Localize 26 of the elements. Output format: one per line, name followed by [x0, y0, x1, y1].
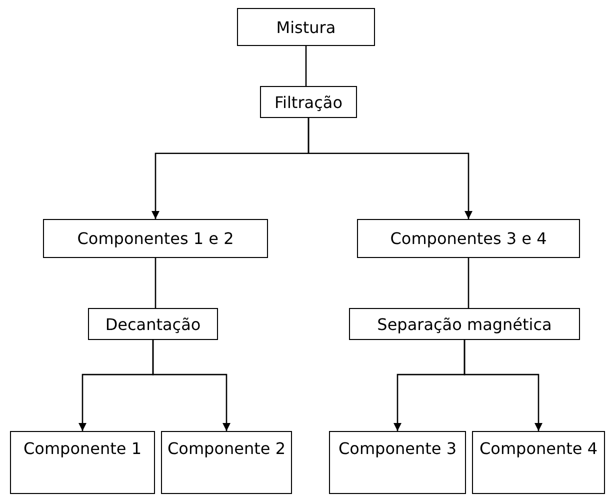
box-label: Componente 1: [24, 438, 142, 460]
process-box: [349, 308, 580, 340]
box-label: Mistura: [276, 18, 336, 36]
arrow: [152, 340, 230, 431]
process-box: [329, 431, 466, 494]
box-label: Componentes 3 e 4: [390, 229, 547, 248]
process-box: [88, 308, 218, 340]
box-label: Filtração: [274, 92, 342, 112]
connector-line: [305, 46, 307, 86]
connector-line: [154, 258, 156, 308]
process-box: [357, 219, 580, 258]
process-box: [161, 431, 292, 494]
process-box: [43, 219, 268, 258]
box-label: Componente 2: [168, 438, 286, 460]
process-box: [237, 8, 375, 46]
box-label: Separação magnética: [377, 314, 552, 334]
process-box: [472, 431, 605, 494]
connector-line: [468, 258, 470, 308]
box-label: Componente 4: [480, 438, 598, 460]
process-box: [10, 431, 155, 494]
arrow: [464, 340, 542, 431]
box-label: Componentes 1 e 2: [77, 229, 234, 248]
arrow: [308, 118, 472, 219]
box-label: Decantação: [105, 314, 201, 334]
process-box: [260, 86, 357, 118]
box-label: Componente 3: [338, 438, 456, 460]
